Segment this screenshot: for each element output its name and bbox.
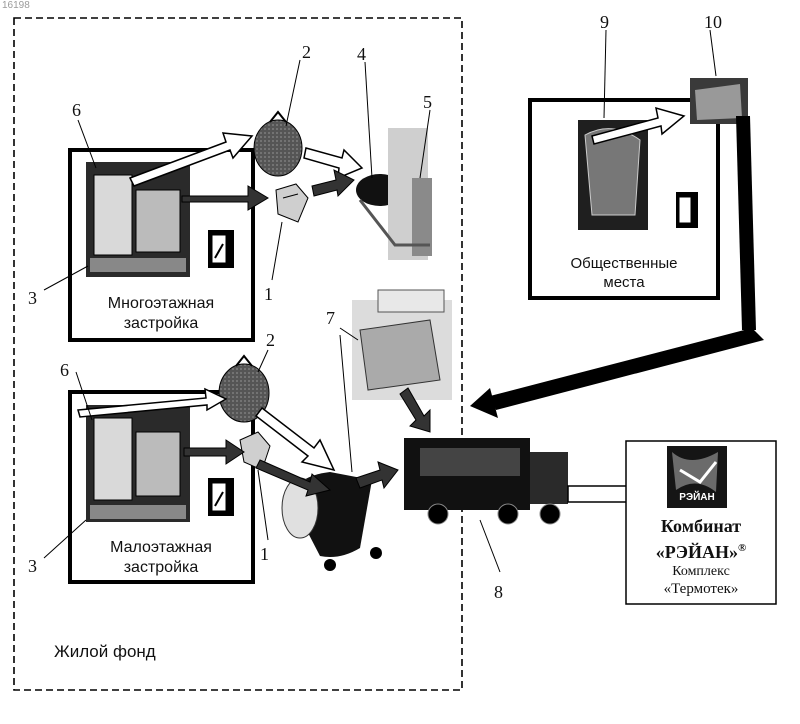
plant-logo-text: РЭЙАН	[672, 492, 722, 503]
callout-10: 10	[704, 12, 722, 33]
chute-sign-icon	[676, 192, 698, 228]
callout-3: 3	[28, 288, 37, 309]
chute-sign-icon	[208, 230, 234, 268]
processing-equipment-photo	[356, 128, 432, 260]
sorted-box-icon	[276, 184, 308, 222]
bins-photo	[352, 290, 452, 400]
low-rise-house-photo	[86, 405, 190, 522]
callout-2: 2	[266, 330, 275, 351]
callout-2: 2	[302, 42, 311, 63]
multi-storey-caption: Многоэтажная застройка	[76, 294, 246, 334]
housing-stock-label: Жилой фонд	[54, 642, 156, 662]
image-reference-number: 16198	[2, 0, 30, 11]
callout-1: 1	[264, 284, 273, 305]
low-rise-caption: Малоэтажная застройка	[76, 538, 246, 578]
waste-bag-icon	[254, 112, 302, 176]
garbage-truck-photo	[404, 438, 568, 524]
callout-5: 5	[423, 92, 432, 113]
callout-6: 6	[60, 360, 69, 381]
callout-4: 4	[357, 44, 366, 65]
plant-caption: Комбинат «РЭЙАН»® Комплекс «Термотек»	[628, 515, 774, 598]
callout-3: 3	[28, 556, 37, 577]
callout-8: 8	[494, 582, 503, 603]
public-places-caption: Общественные места	[536, 254, 712, 292]
callout-7: 7	[326, 308, 335, 329]
waste-cart-photo	[282, 472, 382, 571]
callout-9: 9	[600, 12, 609, 33]
chute-sign-icon	[208, 478, 234, 516]
callout-6: 6	[72, 100, 81, 121]
callout-1: 1	[260, 544, 269, 565]
